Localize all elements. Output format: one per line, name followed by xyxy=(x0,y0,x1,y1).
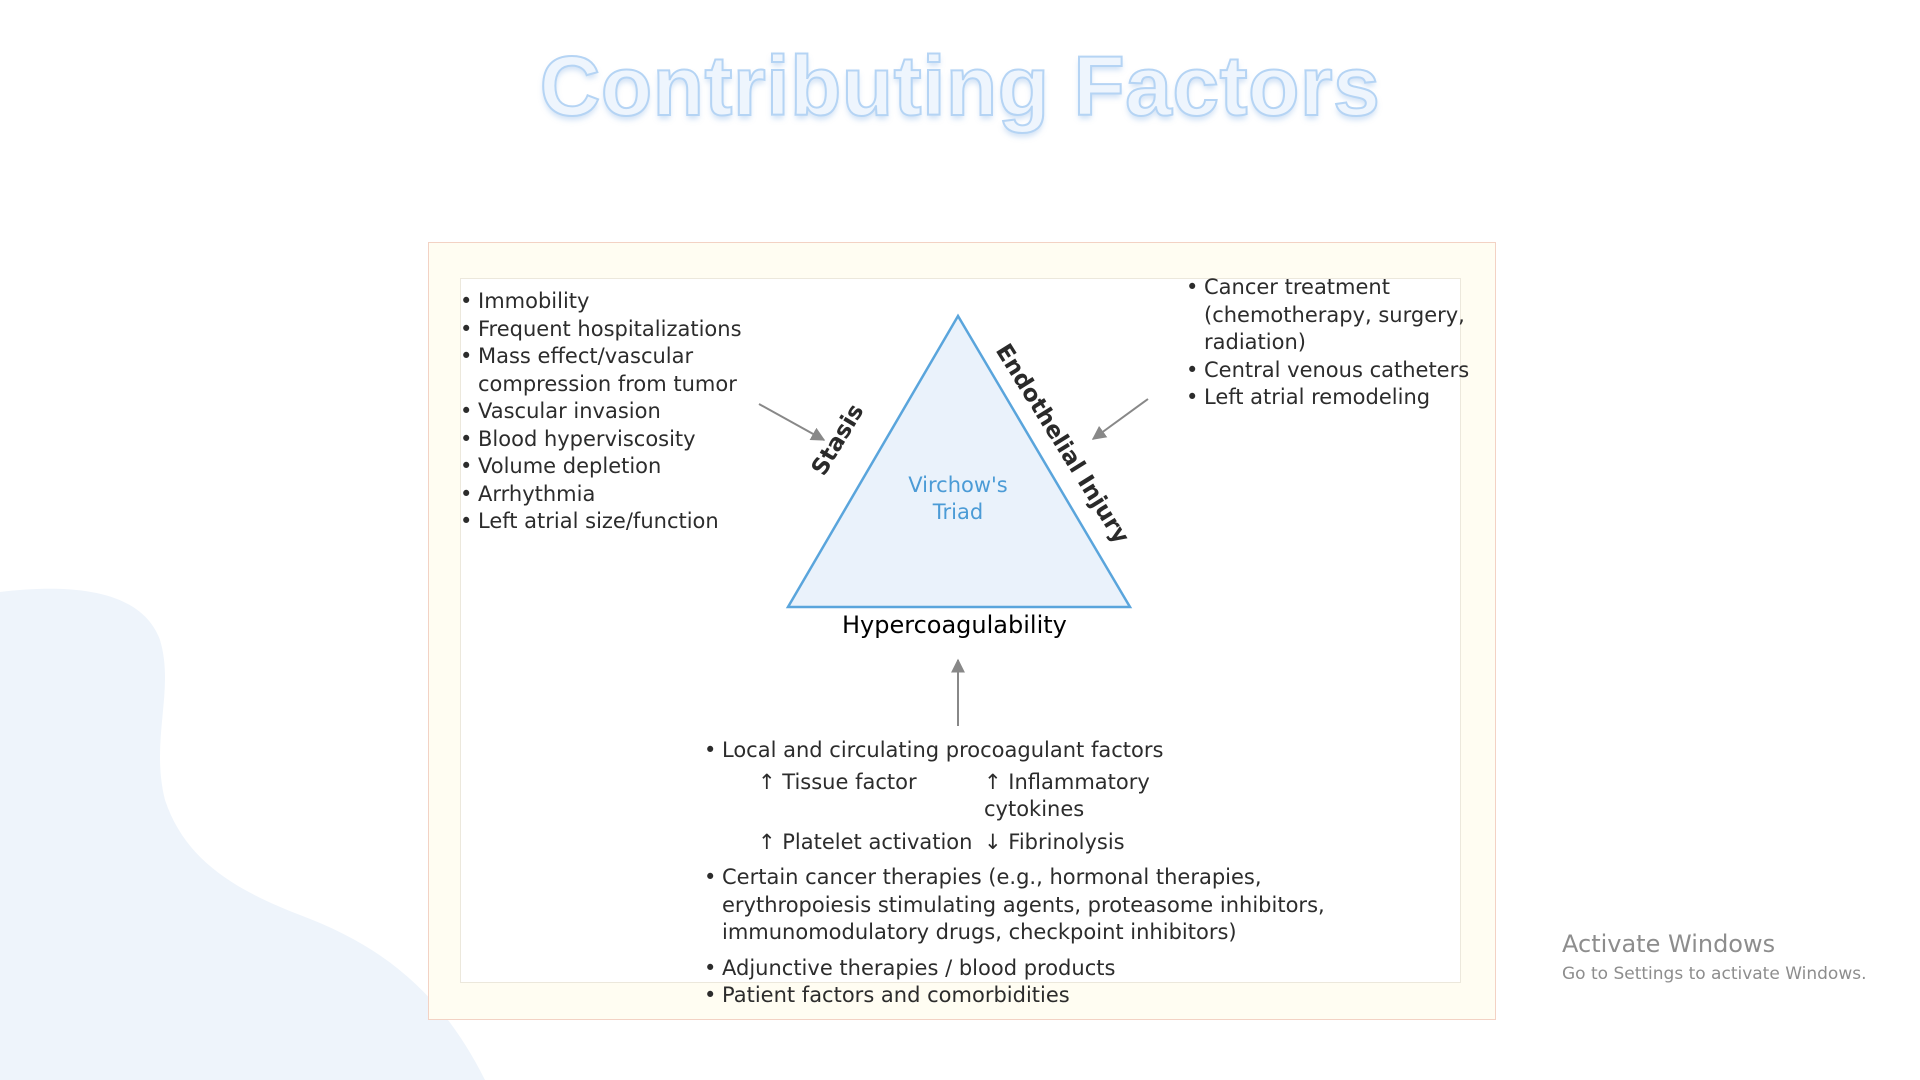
list-item: Blood hyperviscosity xyxy=(460,426,800,454)
activate-windows-watermark: Activate Windows Go to Settings to activ… xyxy=(1562,930,1867,984)
watermark-subtitle: Go to Settings to activate Windows. xyxy=(1562,964,1867,984)
endothelial-factors-list: Cancer treatment (chemotherapy, surgery,… xyxy=(1186,274,1476,412)
triad-center-line2: Triad xyxy=(932,500,984,524)
list-item: Central venous catheters xyxy=(1186,357,1476,385)
list-item: Frequent hospitalizations xyxy=(460,316,800,344)
list-item: Volume depletion xyxy=(460,453,800,481)
procoagulant-text: Local and circulating procoagulant facto… xyxy=(722,738,1164,762)
triad-triangle xyxy=(785,313,1133,609)
sub-item: ↑ Tissue factor xyxy=(758,769,917,794)
list-item: Adjunctive therapies / blood products xyxy=(704,955,1344,983)
list-item: Mass effect/vascular compression from tu… xyxy=(460,343,800,398)
watermark-title: Activate Windows xyxy=(1562,930,1776,958)
endothelial-arrow xyxy=(1091,398,1149,440)
list-item: Left atrial remodeling xyxy=(1186,384,1476,412)
list-item: Vascular invasion xyxy=(460,398,800,426)
hypercoag-factors-list: Local and circulating procoagulant facto… xyxy=(704,737,1344,1010)
list-item: Immobility xyxy=(460,288,800,316)
sub-item: ↓ Fibrinolysis xyxy=(984,829,1125,854)
list-item: Arrhythmia xyxy=(460,481,800,509)
list-item: Certain cancer therapies (e.g., hormonal… xyxy=(704,864,1344,947)
sub-item: ↑ Platelet activation xyxy=(758,829,973,854)
list-item: Left atrial size/function xyxy=(460,508,800,536)
triad-center-line1: Virchow's xyxy=(908,473,1008,497)
procoagulant-subitems: ↑ Tissue factor ↑ Inflammatory cytokines… xyxy=(758,769,1344,857)
hypercoagulability-label: Hypercoagulability xyxy=(842,611,1067,639)
stasis-factors-list: Immobility Frequent hospitalizations Mas… xyxy=(460,288,800,536)
list-item-procoagulant: Local and circulating procoagulant facto… xyxy=(704,737,1344,856)
slide-title: Contributing Factors xyxy=(539,38,1381,134)
list-item: Patient factors and comorbidities xyxy=(704,982,1344,1010)
triad-center-label: Virchow's Triad xyxy=(886,472,1030,526)
sub-item: ↑ Inflammatory cytokines xyxy=(984,769,1150,822)
list-item: Cancer treatment (chemotherapy, surgery,… xyxy=(1186,274,1476,357)
